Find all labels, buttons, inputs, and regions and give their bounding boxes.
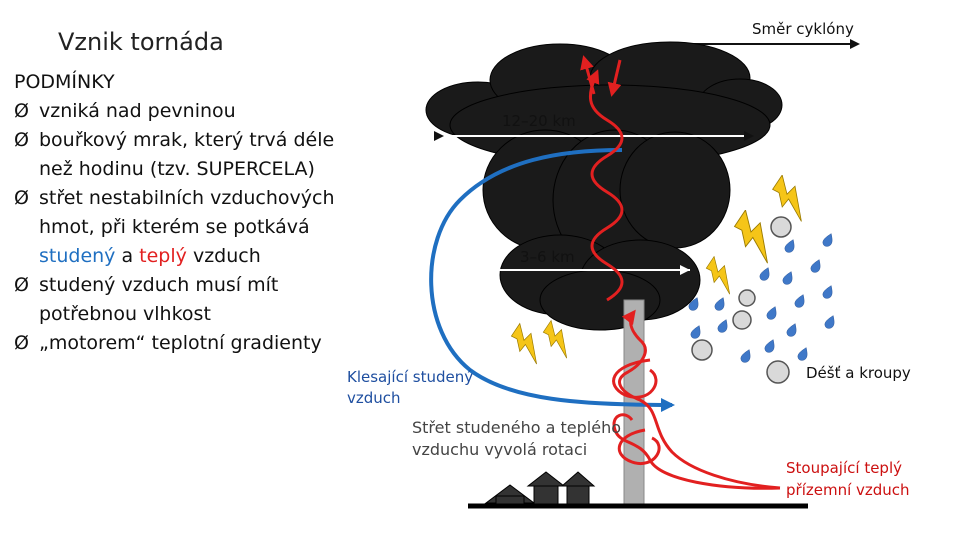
bullet-arrow-icon: Ø bbox=[14, 187, 29, 209]
cloud-width-label: 12–20 km bbox=[502, 112, 576, 130]
clash-label: Střet studeného a teplého vzduchu vyvolá… bbox=[412, 418, 621, 459]
condition-text: vzduch bbox=[186, 245, 261, 267]
warm-surface-air-arrow bbox=[618, 309, 781, 490]
cold-air-flow-arrow bbox=[429, 148, 675, 412]
bullet-arrow-icon: Ø bbox=[14, 274, 29, 296]
condition-text: studený bbox=[39, 245, 116, 267]
storm-cloud bbox=[425, 41, 783, 331]
conditions-heading: PODMÍNKY bbox=[14, 71, 115, 93]
warm-updraft-arrow bbox=[586, 69, 624, 302]
condition-text: bouřkový mrak, který trvá déle než hodin… bbox=[39, 129, 335, 180]
condition-text: vzniká nad pevninou bbox=[39, 100, 236, 122]
condition-text: studený vzduch musí mít potřebnou vlhkos… bbox=[39, 274, 279, 325]
warm-air-label: Stoupající teplý přízemní vzduch bbox=[786, 459, 910, 499]
condition-text: teplý bbox=[139, 245, 187, 267]
bullet-arrow-icon: Ø bbox=[14, 100, 29, 122]
houses-icon bbox=[484, 471, 596, 505]
cloud-height-label: 3–6 km bbox=[520, 248, 575, 266]
condition-item: Ø „motorem“ teplotní gradienty bbox=[14, 329, 354, 358]
cyclone-direction-label: Směr cyklóny bbox=[752, 20, 854, 38]
condition-text: „motorem“ teplotní gradienty bbox=[39, 332, 322, 354]
bullet-arrow-icon: Ø bbox=[14, 129, 29, 151]
slide-title: Vznik tornáda bbox=[58, 28, 224, 56]
condition-text: střet nestabilních vzduchových hmot, při… bbox=[39, 187, 335, 238]
precipitation-label: Déšť a kroupy bbox=[806, 364, 911, 382]
cold-air-label: Klesající studený vzduch bbox=[347, 368, 474, 407]
bullet-arrow-icon: Ø bbox=[14, 332, 29, 354]
hail-icon bbox=[691, 216, 792, 384]
condition-text: a bbox=[115, 245, 140, 267]
